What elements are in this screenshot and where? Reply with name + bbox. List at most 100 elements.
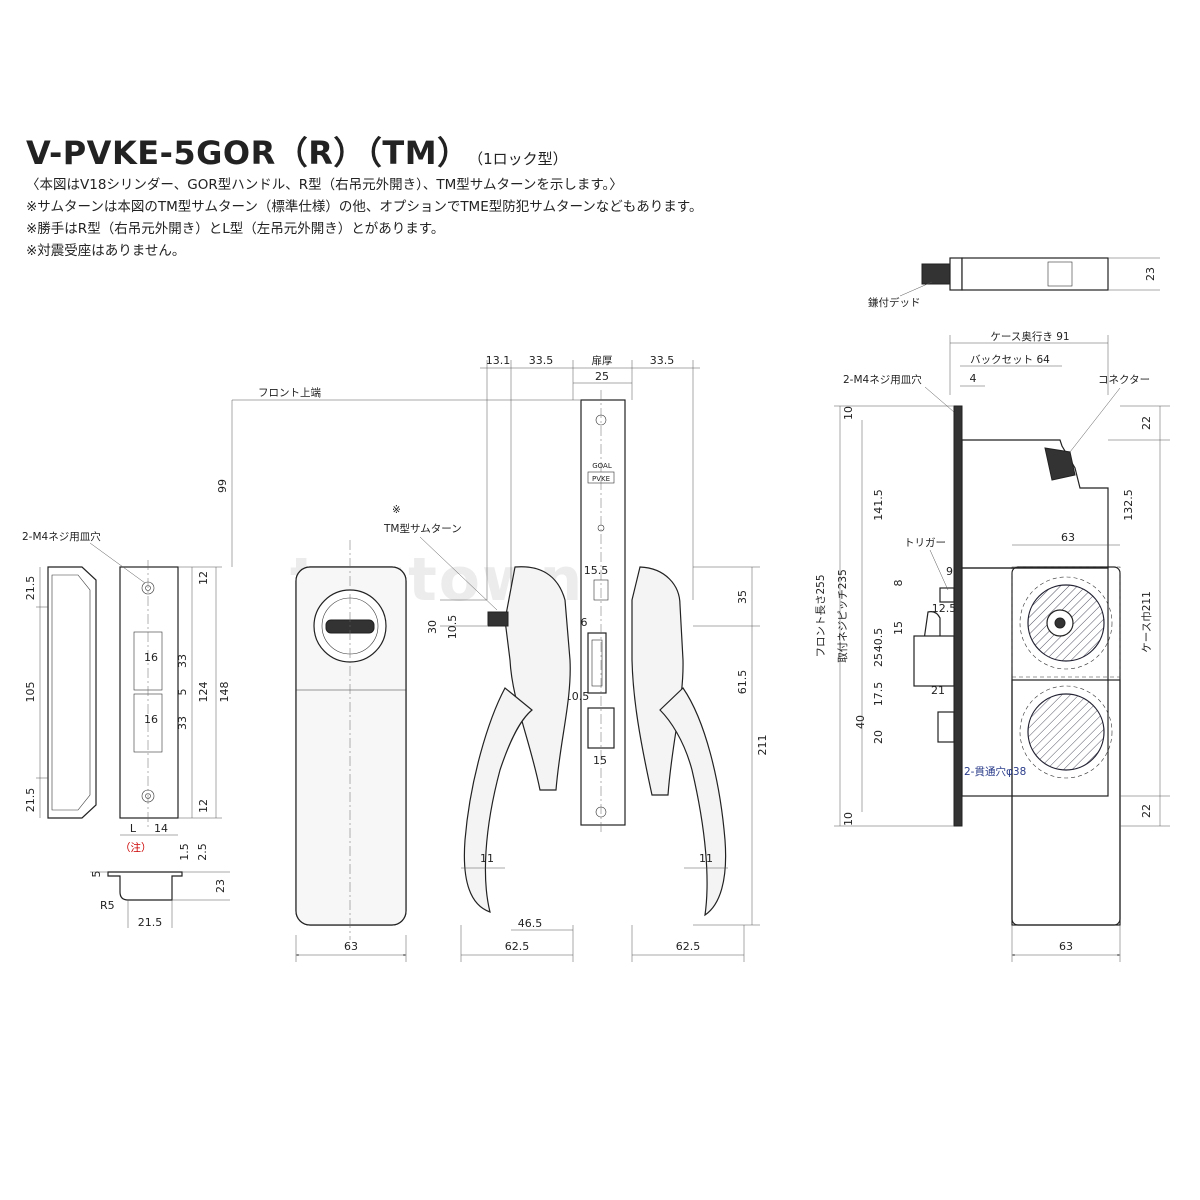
case-dim-10-top: 10 [842,406,855,420]
door-thickness-label: 扉厚 [592,354,613,367]
lock-front-plate [580,399,626,826]
case-dim-25: 25 [872,653,885,667]
strike-section-view: 5 1.5 2.5 23 R5 21.5 [90,843,230,929]
section-dim-23: 23 [214,879,227,893]
strike-dim-5: 5 [176,689,189,696]
strike-dim-14: 14 [154,822,168,835]
through-holes-label: 2-貫通穴φ38 [964,765,1026,778]
inside-lever-body [504,566,571,791]
section-dim-21-5: 21.5 [138,916,163,929]
section-dim-1-5: 1.5 [178,843,191,861]
latch-block [913,635,955,687]
section-dim-2-5: 2.5 [196,843,209,861]
side-dim-61-5: 61.5 [736,670,749,695]
inside-dim-62-5: 62.5 [505,940,530,953]
thumbturn-side [487,611,509,627]
inside-dim-46-5: 46.5 [518,917,543,930]
strike-screw-holes-label: 2-M4ネジ用皿穴 [22,530,101,543]
case-front-plate [953,405,963,827]
strike-plate-view: 21.5 105 21.5 12 16 33 5 124 148 16 33 1… [22,530,231,854]
case-dim-22-top: 22 [1140,416,1153,430]
case-body [961,567,1109,797]
case-dim-21: 21 [931,684,945,697]
case-dim-132-5: 132.5 [1122,489,1135,521]
strike-dim-16-top: 16 [144,651,158,664]
deadbolt-view: 23 鎌付デッド [868,257,1160,309]
section-dim-R5: R5 [100,899,115,912]
case-depth-label: ケース奥行き 91 [990,330,1069,343]
trigger-nib [939,587,955,603]
strike-dim-33-top: 33 [176,654,189,668]
side-dim-6: 6 [581,616,588,629]
strike-front-plate [119,566,179,819]
strike-dim-148: 148 [218,682,231,703]
strike-dim-33-bottom: 33 [176,716,189,730]
thumbturn-label: TM型サムターン [383,522,462,535]
side-dim-10-5-b: 10.5 [565,690,590,703]
outside-dim-11: 11 [699,852,713,865]
lockcase-view: ケース奥行き 91 バックセット 64 4 2-M4ネジ用皿穴 コネクター 2-… [815,330,1170,962]
case-dim-63-bottom: 63 [1059,940,1073,953]
case-body-upper [961,439,1109,569]
strike-side-inner [51,574,91,811]
case-dim-20: 20 [872,730,885,744]
outside-lever-body [631,566,684,796]
side-dim-33-5-left: 33.5 [529,354,554,367]
product-title-suffix: （1ロック型） [475,150,568,168]
connector-part [1044,447,1076,481]
escutcheon-view: 63 [295,540,407,962]
thumbturn-leader [419,536,498,611]
outside-dim-62-5: 62.5 [676,940,701,953]
case-dim-40: 40 [854,715,867,729]
header: V-PVKE-5GOR（R）（TM） （1ロック型） 〈本図はV18シリンダー、G… [26,128,926,262]
strike-dim-12-top: 12 [197,571,210,585]
front-top-label: フロント上端 [258,386,321,399]
side-dim-33-5-right: 33.5 [650,354,675,367]
through-hole-top-dash [1019,576,1113,670]
section-dim-5: 5 [90,871,103,878]
note-line-2: ※サムターンは本図のTM型サムターン（標準仕様）の他、オプションでTME型防犯サ… [26,199,703,215]
screw-pitch-label: 取付ネジピッチ235 [836,569,849,663]
side-dim-30: 30 [426,620,439,634]
case-dim-10-bottom: 10 [842,812,855,826]
trigger-leader [929,549,949,591]
side-dim-10-5: 10.5 [446,615,459,640]
strike-note-mark: （注） [120,841,152,854]
strike-side-outline [47,566,97,819]
deadbolt-tip [921,263,951,285]
side-dim-15-5: 15.5 [584,564,609,577]
deadbolt-mech [1047,261,1073,287]
latch-inner [591,639,603,687]
brand-goal: GOAL [592,462,612,470]
case-screw-holes-label: 2-M4ネジ用皿穴 [843,373,922,386]
strike-dim-16-bottom: 16 [144,713,158,726]
strike-section-outline [107,871,183,901]
strike-dim-L: L [130,822,137,835]
strike-dim-21-5-top: 21.5 [24,576,37,601]
through-hole-bottom [1027,693,1105,771]
deadbolt-leader [899,281,933,297]
note-line-4: ※対震受座はありません。 [26,243,186,259]
cylinder-keyhole [1054,617,1066,629]
deadbolt-body [961,257,1109,291]
inside-dim-11: 11 [480,852,494,865]
connector-label: コネクター [1098,374,1150,386]
front-length-label: フロント長さ255 [815,574,827,657]
bolt-block [937,711,955,743]
escutcheon-dim-63: 63 [344,940,358,953]
side-dim-35: 35 [736,590,749,604]
sickle-deadbolt-label: 鎌付デッド [868,296,921,309]
title-line: V-PVKE-5GOR（R）（TM） （1ロック型） [26,128,926,174]
note-line-1: 〈本図はV18シリンダー、GOR型ハンドル、R型（右吊元外開き）、TM型サムター… [26,177,623,193]
strike-dim-124: 124 [197,682,210,703]
side-dim-15: 15 [593,754,607,767]
case-dim-8: 8 [892,580,905,587]
thumbturn-mark: ※ [392,504,401,516]
product-title: V-PVKE-5GOR（R）（TM） [26,134,470,172]
side-dim-25: 25 [595,370,609,383]
note-line-3: ※勝手はR型（右吊元外開き）とL型（左吊元外開き）とがあります。 [26,221,445,237]
outside-lever-handle [659,687,727,917]
side-view: 13.1 33.5 扉厚 25 33.5 GOAL PVKE 15.5 6 10… [383,354,769,962]
case-dim-4: 4 [970,372,977,385]
deadbolt-dim-23: 23 [1144,267,1157,281]
